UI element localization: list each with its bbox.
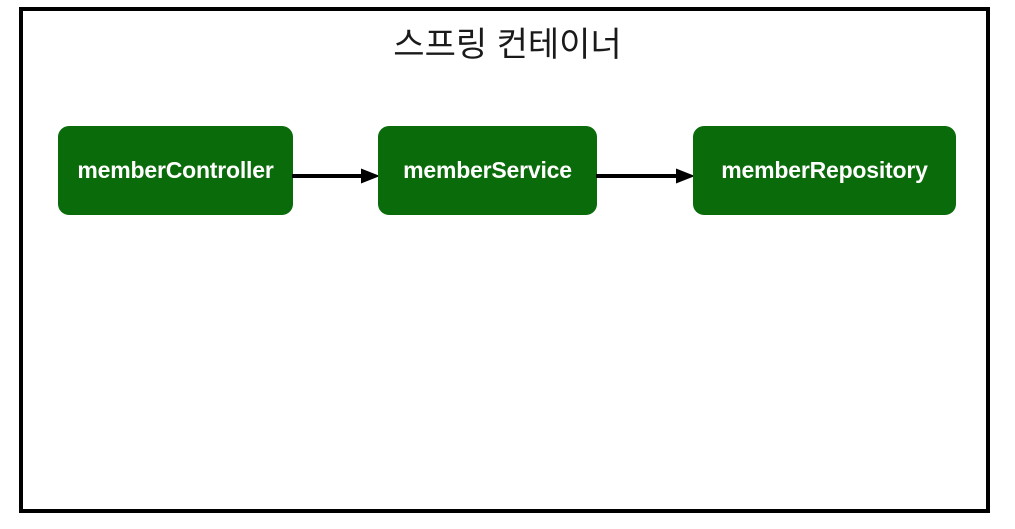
bean-label: memberService	[403, 157, 572, 183]
arrow-service-to-repository	[596, 166, 695, 186]
arrow-head-icon	[676, 168, 695, 184]
bean-label: memberController	[77, 157, 274, 183]
spring-container-frame	[19, 7, 990, 513]
arrow-controller-to-service	[292, 166, 380, 186]
arrow-head-icon	[361, 168, 380, 184]
bean-node-memberrepository[interactable]: memberRepository	[693, 126, 956, 215]
bean-node-membercontroller[interactable]: memberController	[58, 126, 293, 215]
bean-label: memberRepository	[721, 157, 928, 183]
diagram-title: 스프링 컨테이너	[393, 26, 622, 64]
bean-node-memberservice[interactable]: memberService	[378, 126, 597, 215]
